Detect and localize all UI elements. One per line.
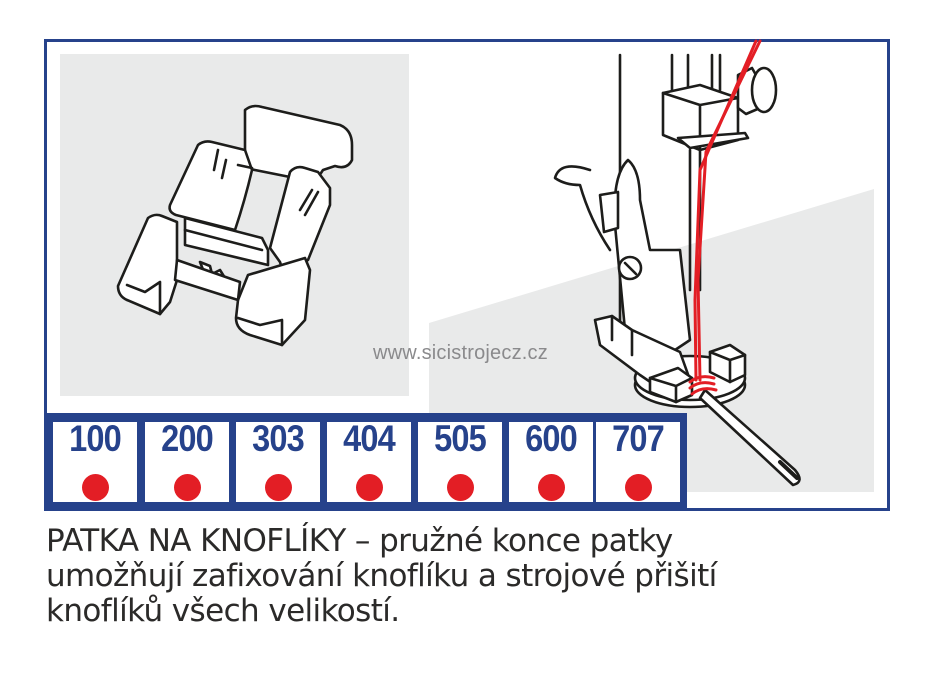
model-badge: 200 [145,418,229,502]
model-badge: 600 [509,418,593,502]
red-dot-icon [265,474,292,501]
caption-line: PATKA NA KNOFLÍKY – pružné konce patky [46,523,673,559]
caption-line: umožňují zafixování knoflíku a strojové … [46,558,717,594]
model-number: 404 [343,418,396,459]
watermark-url: www.sicistrojecz.cz [373,342,548,364]
red-dot-icon [538,474,565,501]
model-badge: 505 [418,418,502,502]
red-dot-icon [174,474,201,501]
model-number: 100 [69,418,122,459]
model-number: 707 [612,418,665,459]
model-number: 600 [525,418,578,459]
compatible-models-strip: 100 200 303 404 505 600 707 [44,413,687,510]
model-badge: 707 [596,418,680,502]
model-number: 303 [252,418,305,459]
product-description: PATKA NA KNOFLÍKY – pružné konce patky u… [46,524,916,629]
red-dot-icon [625,474,652,501]
red-dot-icon [82,474,109,501]
red-dot-icon [447,474,474,501]
model-number: 505 [434,418,487,459]
red-dot-icon [356,474,383,501]
caption-line: knoflíků všech velikostí. [46,593,400,629]
model-badge: 100 [53,418,137,502]
model-number: 200 [161,418,214,459]
model-badge: 404 [327,418,411,502]
model-badge: 303 [236,418,320,502]
